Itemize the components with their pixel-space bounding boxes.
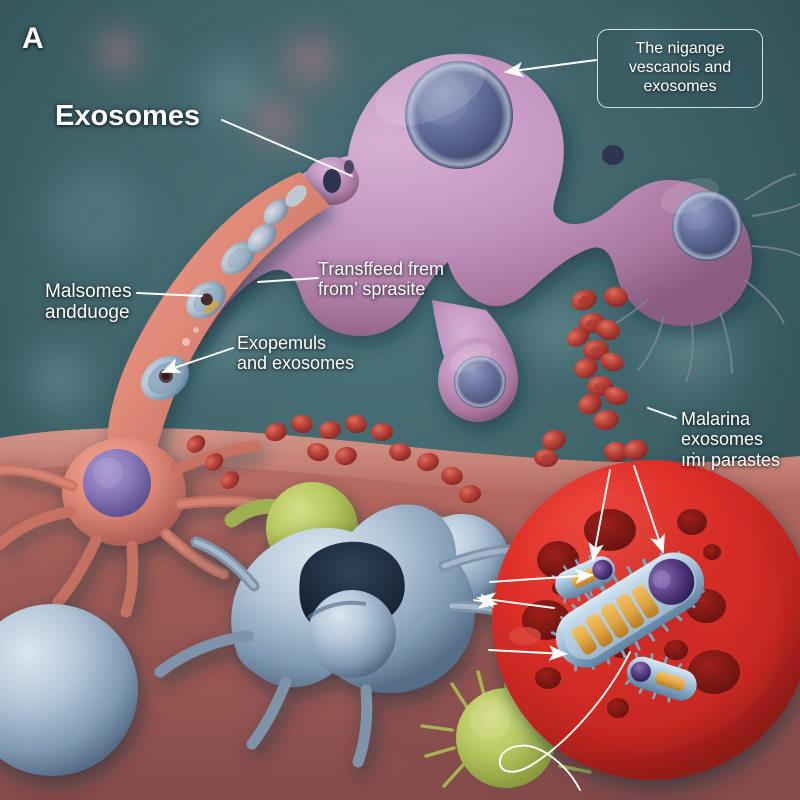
leader-transfeed	[257, 277, 319, 283]
leader-exopemuls	[167, 347, 234, 371]
exosome-particles	[186, 286, 648, 504]
erythrocyte-vacuoles	[509, 509, 740, 718]
filopodia	[597, 173, 800, 383]
leader-exosomes-title	[221, 119, 353, 177]
leader-curved-bottom	[499, 651, 631, 791]
engulfed-particle	[308, 590, 396, 678]
small-parasite-lower	[624, 652, 697, 703]
merozoite-parasite	[550, 550, 705, 672]
leader-callout	[512, 59, 597, 72]
leader-malarina	[647, 407, 677, 419]
callout-line-2: vescanois and	[628, 59, 732, 77]
callout-box: The nigange vescanois and exosomes	[597, 29, 763, 108]
leader-malsomes	[136, 292, 203, 297]
salmon-cell-nucleus	[83, 449, 151, 517]
arrow-rbc-lower	[488, 645, 568, 661]
callout-line-3: exosomes	[643, 78, 717, 96]
arrow-to-parasite-2	[633, 465, 665, 554]
arrow-rbc-left	[489, 568, 594, 584]
arrow-to-parasite-1	[588, 469, 611, 562]
purple-cell-texture	[375, 54, 719, 373]
callout-line-1: The nigange	[635, 40, 725, 57]
arrow-rbc-to-blue	[476, 592, 555, 609]
purple-cell-nucleus	[323, 61, 742, 408]
